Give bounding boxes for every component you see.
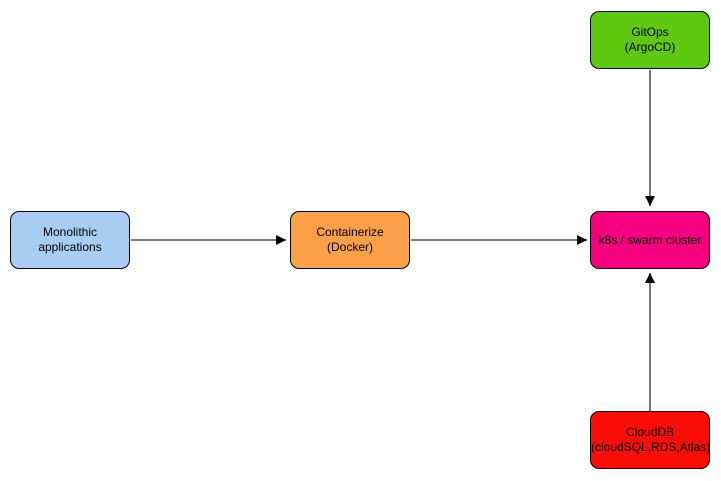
node-gitops-label: GitOps (ArgoCD) xyxy=(624,25,676,54)
node-monolithic-label: Monolithic applications xyxy=(38,225,102,254)
node-clouddb-label: CloudDB (cloudSQL,RDS,Atlas) xyxy=(591,425,711,454)
node-containerize-label: Containerize (Docker) xyxy=(316,225,384,254)
node-clouddb[interactable]: CloudDB (cloudSQL,RDS,Atlas) xyxy=(590,411,710,469)
node-cluster-label: k8s / swarm cluster xyxy=(598,232,702,247)
node-monolithic-applications[interactable]: Monolithic applications xyxy=(10,211,130,269)
node-gitops[interactable]: GitOps (ArgoCD) xyxy=(590,11,710,69)
node-containerize-docker[interactable]: Containerize (Docker) xyxy=(290,211,410,269)
node-k8s-swarm-cluster[interactable]: k8s / swarm cluster xyxy=(590,211,710,269)
